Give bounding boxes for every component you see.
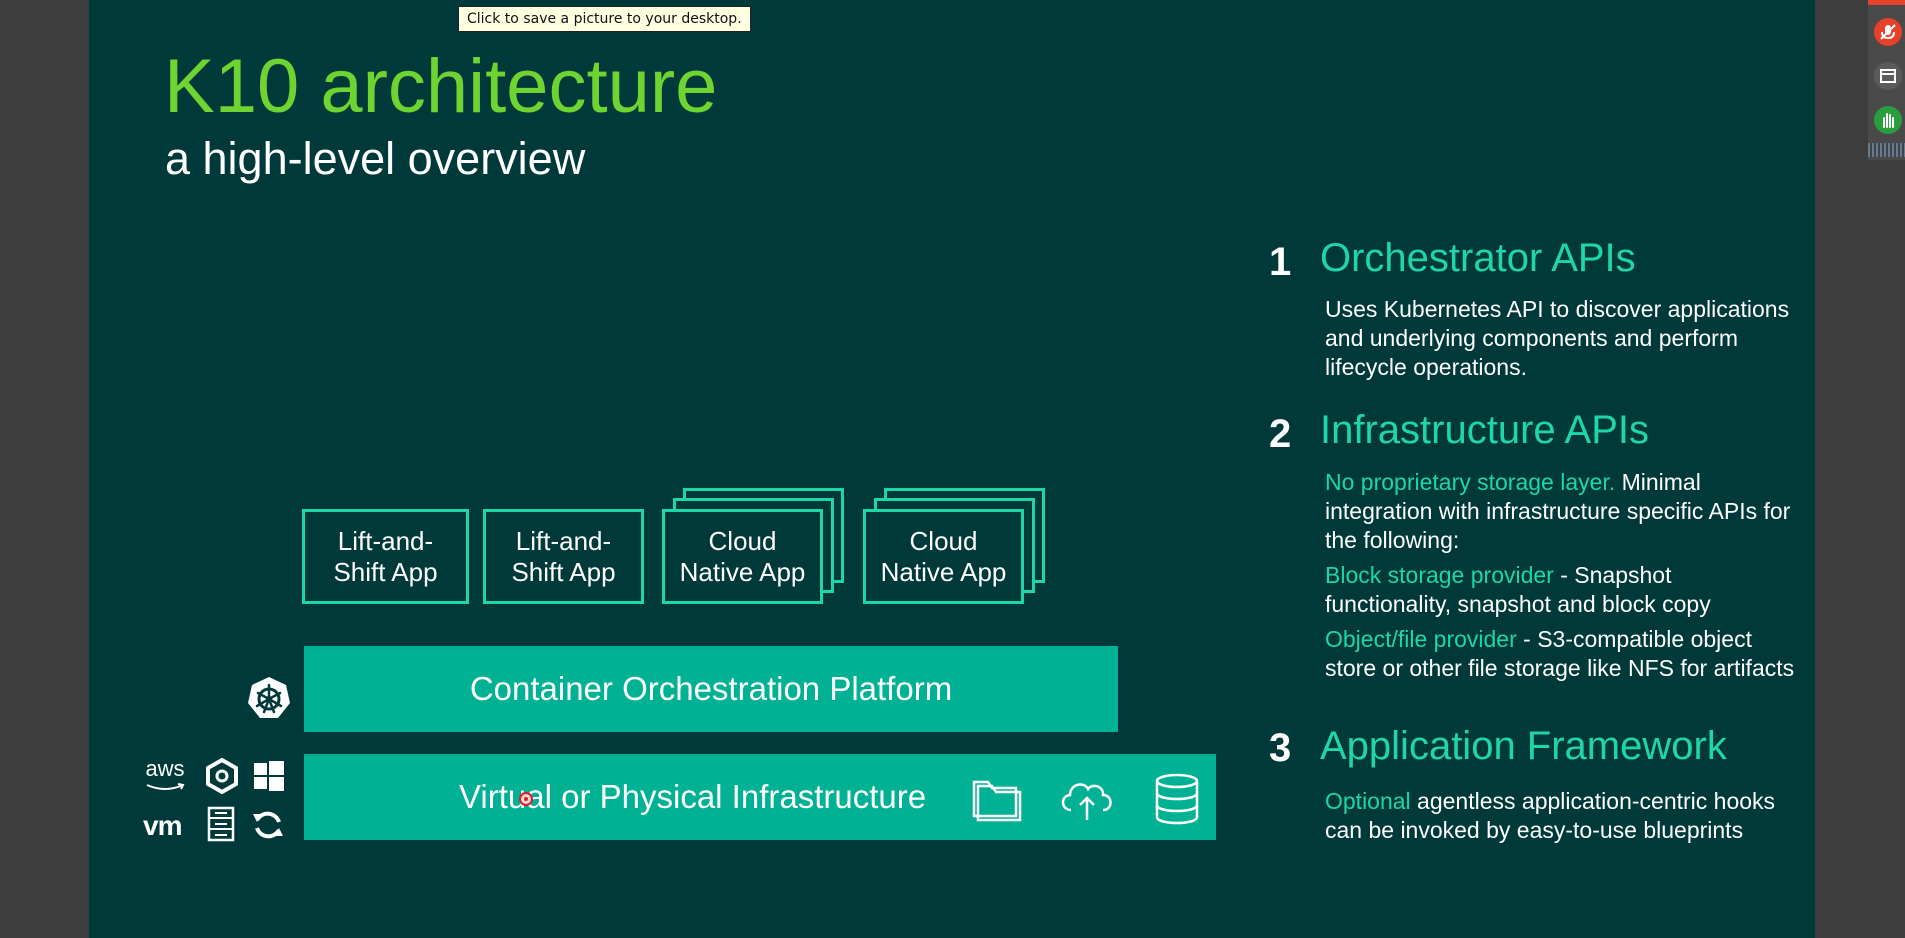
section-number-2: 2 <box>1269 412 1292 456</box>
save-picture-tooltip: Click to save a picture to your desktop. <box>458 6 751 32</box>
recording-cursor <box>519 792 533 806</box>
infrastructure-label: Virtual or Physical Infrastructure <box>459 778 927 815</box>
section-text-app-framework: Optional agentless application-centric h… <box>1325 787 1795 845</box>
body-text: agentless application-centric hooks can … <box>1325 788 1776 843</box>
section-text-orchestrator: Uses Kubernetes API to discover applicat… <box>1325 296 1790 380</box>
app-label-line2: Shift App <box>511 556 616 587</box>
aws-smile <box>146 783 185 790</box>
toolbar-grip[interactable] <box>1868 143 1905 157</box>
body-text: - S3-compatible object store or other fi… <box>1325 626 1795 681</box>
app-label-line2: Native App <box>880 556 1007 587</box>
app-label-line1: Cloud <box>909 525 978 556</box>
floating-toolbar <box>1868 0 1905 160</box>
vmware-logo: vm <box>143 810 182 841</box>
app-box-cloud-native-1: Cloud Native App <box>662 509 823 604</box>
slide-subtitle: a high-level overview <box>165 133 586 184</box>
section-title-infrastructure-apis: Infrastructure APIs <box>1320 408 1650 452</box>
section-title-orchestrator-apis: Orchestrator APIs <box>1320 236 1636 280</box>
container-orchestration-layer: Container Orchestration Platform <box>304 646 1118 732</box>
slide-title: K10 architecture <box>164 44 718 129</box>
window-icon[interactable] <box>1874 62 1902 90</box>
cloud-upload-icon <box>1061 783 1112 820</box>
hand-icon[interactable] <box>1874 106 1902 134</box>
section-text-infra-1: No proprietary storage layer. Minimal in… <box>1325 468 1795 555</box>
app-box-lift-and-shift-2: Lift-and- Shift App <box>483 509 644 604</box>
app-label-line1: Lift-and- <box>515 525 612 556</box>
section-title-application-framework: Application Framework <box>1320 724 1727 768</box>
highlight-text: No proprietary storage layer. <box>1325 469 1616 495</box>
body-text: - Snapshot functionality, snapshot and b… <box>1325 562 1711 617</box>
body-text: Minimal integration with infrastructure … <box>1325 469 1791 553</box>
container-orchestration-label: Container Orchestration Platform <box>469 670 953 707</box>
toolbar-top-accent <box>1868 0 1905 5</box>
app-box-lift-and-shift-1: Lift-and- Shift App <box>302 509 469 604</box>
app-label-line1: Lift-and- <box>337 525 434 556</box>
mute-mic-icon[interactable] <box>1874 18 1902 46</box>
database-icon <box>1155 773 1199 825</box>
windows-icon <box>254 761 284 791</box>
section-text-infra-2: Block storage provider - Snapshot functi… <box>1325 561 1795 619</box>
app-label-line1: Cloud <box>708 525 777 556</box>
app-label-line2: Shift App <box>333 556 438 587</box>
kubernetes-icon <box>248 677 290 718</box>
highlight-text: Block storage provider <box>1325 562 1554 588</box>
presentation-slide: K10 architecture a high-level overview L… <box>89 0 1815 938</box>
openshift-icon <box>206 758 238 794</box>
infrastructure-layer: Virtual or Physical Infrastructure <box>304 754 1216 840</box>
section-number-3: 3 <box>1269 726 1292 770</box>
highlight-text: Object/file provider <box>1325 626 1517 652</box>
aws-logo-text: aws <box>145 756 185 781</box>
section-text-infra-3: Object/file provider - S3-compatible obj… <box>1325 625 1805 683</box>
aws-logo: aws <box>143 758 187 792</box>
folder-icon <box>972 780 1022 822</box>
section-number-1: 1 <box>1269 240 1292 284</box>
refresh-icon <box>253 811 283 839</box>
app-label-line2: Native App <box>679 556 806 587</box>
highlight-text: Optional <box>1325 788 1411 814</box>
app-box-cloud-native-2: Cloud Native App <box>863 509 1024 604</box>
server-icon <box>207 806 235 842</box>
